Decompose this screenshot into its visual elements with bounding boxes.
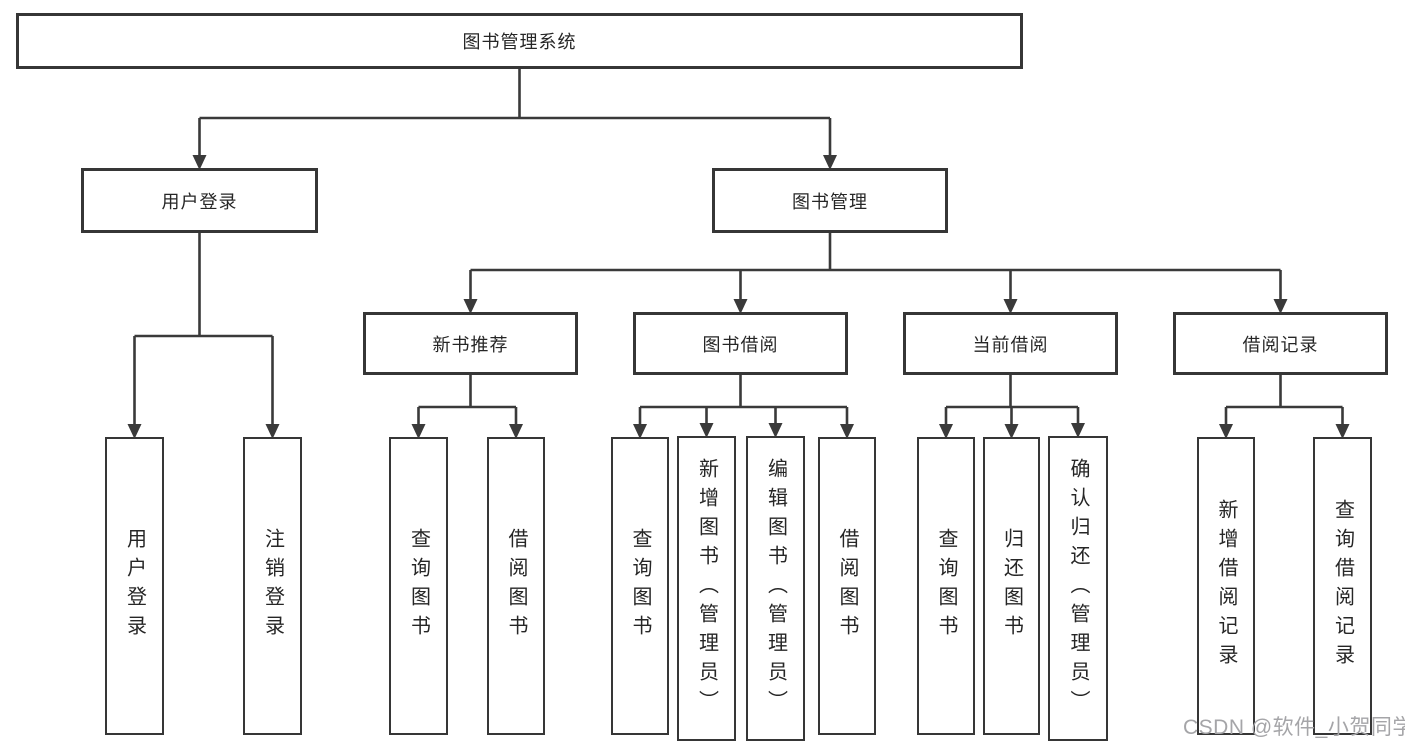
- arrowhead-to-leaf-return-book: [1004, 424, 1019, 439]
- node-leaf-add-borrow-record: 新增借阅记录: [1197, 437, 1255, 735]
- arrowhead-to-leaf-user-login: [127, 424, 142, 439]
- arrowhead-to-leaf-query-book-3: [939, 424, 953, 439]
- node-book-borrow: 图书借阅: [633, 312, 848, 375]
- node-label: 确认归还（管理员）: [1067, 458, 1089, 719]
- arrowhead-to-leaf-add-borrow-record: [1219, 424, 1233, 439]
- node-label: 图书借阅: [702, 334, 779, 355]
- node-label: 归还图书: [1000, 528, 1023, 644]
- csdn-watermark: CSDN @软件_小贺同学: [1183, 716, 1405, 739]
- node-leaf-borrow-book-1: 借阅图书: [487, 437, 545, 735]
- node-root: 图书管理系统: [16, 13, 1023, 69]
- node-borrow-records: 借阅记录: [1173, 312, 1388, 375]
- arrowhead-to-leaf-borrow-book-2: [840, 424, 854, 439]
- node-label: 用户登录: [161, 191, 238, 212]
- node-label: 图书管理: [792, 191, 868, 212]
- node-new-book-rec: 新书推荐: [363, 312, 578, 375]
- node-label: 借阅图书: [836, 528, 858, 644]
- node-leaf-borrow-book-2: 借阅图书: [818, 437, 876, 735]
- node-current-borrow: 当前借阅: [903, 312, 1118, 375]
- node-label: 新增图书（管理员）: [695, 458, 718, 719]
- arrowhead-to-leaf-logout: [265, 424, 280, 439]
- node-label: 编辑图书（管理员）: [764, 458, 787, 719]
- arrowhead-to-leaf-query-book-2: [633, 424, 647, 439]
- node-leaf-return-book: 归还图书: [983, 437, 1040, 735]
- node-label: 新书推荐: [432, 334, 509, 355]
- node-leaf-add-book: 新增图书（管理员）: [677, 436, 736, 741]
- node-leaf-query-book-3: 查询图书: [917, 437, 975, 735]
- node-leaf-query-book-1: 查询图书: [389, 437, 448, 735]
- arrowhead-to-leaf-query-borrow-record: [1335, 424, 1350, 439]
- node-leaf-query-book-2: 查询图书: [611, 437, 669, 735]
- arrowhead-to-borrow-records: [1273, 299, 1288, 314]
- node-label: 查询图书: [407, 528, 430, 644]
- node-label: 注销登录: [261, 528, 284, 644]
- node-label: 新增借阅记录: [1215, 499, 1237, 673]
- node-user-login: 用户登录: [81, 168, 318, 233]
- arrowhead-to-new-book-rec: [463, 299, 478, 314]
- arrowhead-to-book-borrow: [733, 299, 748, 314]
- node-leaf-edit-book: 编辑图书（管理员）: [746, 436, 805, 741]
- node-leaf-user-login: 用户登录: [105, 437, 164, 735]
- node-label: 用户登录: [123, 528, 146, 644]
- node-label: 查询图书: [935, 528, 957, 644]
- node-leaf-logout: 注销登录: [243, 437, 302, 735]
- node-label: 当前借阅: [972, 334, 1049, 355]
- node-label: 查询借阅记录: [1331, 499, 1354, 673]
- arrowhead-to-leaf-borrow-book-1: [509, 424, 523, 439]
- arrowhead-to-book-mgmt: [823, 155, 837, 170]
- arrowhead-to-user-login: [192, 155, 207, 170]
- node-leaf-confirm-return: 确认归还（管理员）: [1048, 436, 1108, 741]
- node-book-mgmt: 图书管理: [712, 168, 948, 233]
- node-label: 查询图书: [629, 528, 651, 644]
- arrowhead-to-leaf-add-book: [699, 423, 714, 438]
- node-label: 图书管理系统: [462, 32, 577, 52]
- node-label: 借阅记录: [1242, 334, 1319, 355]
- node-label: 借阅图书: [505, 528, 527, 644]
- arrowhead-to-leaf-edit-book: [768, 423, 783, 438]
- node-leaf-query-borrow-record: 查询借阅记录: [1313, 437, 1372, 735]
- arrowhead-to-leaf-confirm-return: [1071, 423, 1085, 438]
- connector-path: [133, 69, 1344, 428]
- arrowhead-to-leaf-query-book-1: [411, 424, 426, 439]
- arrowhead-to-current-borrow: [1003, 299, 1018, 314]
